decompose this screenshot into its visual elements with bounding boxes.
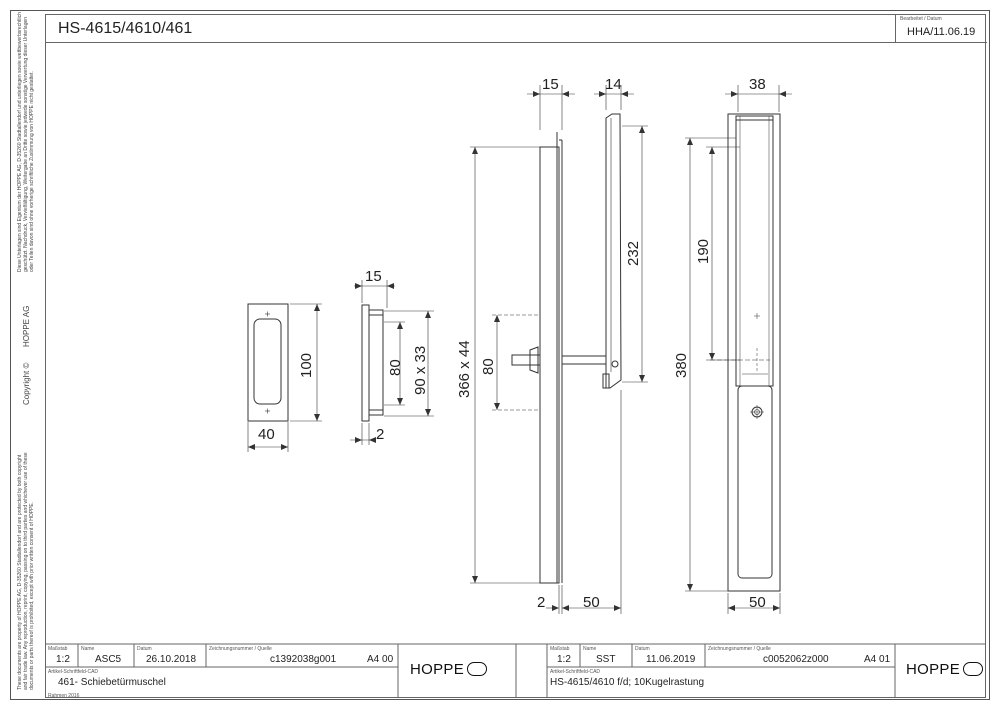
hoppe-emblem-icon <box>467 662 488 676</box>
dim-90x33-pull: 90 x 33 <box>412 345 429 395</box>
spindle <box>511 354 541 366</box>
lever-profile <box>605 113 622 389</box>
tbr-article: HS-4615/4610 f/d; 10Kugelrastung <box>550 677 704 688</box>
pull-front-recess <box>253 318 282 405</box>
dim-15-pull: 15 <box>365 268 382 285</box>
tbl-article: 461- Schiebetürmuschel <box>58 677 166 688</box>
tbl-footer: Rahmen 2016 <box>48 693 80 699</box>
drawing-title: HS-4615/4610/461 <box>58 20 193 37</box>
tbr-name: SST <box>596 654 616 665</box>
dim-232-lever: 232 <box>625 240 642 266</box>
hoppe-logo-right: HOPPE <box>906 661 984 678</box>
tbr-drawing-number: c0052062z000 <box>763 654 829 665</box>
tbr-name-label: Name <box>583 646 597 652</box>
hoppe-emblem-icon <box>963 662 984 676</box>
pull-side-body <box>361 304 370 422</box>
handle-backplate <box>539 146 560 584</box>
tbl-name-label: Name <box>81 646 95 652</box>
tbr-format: A4 01 <box>864 654 891 665</box>
header-divider <box>45 42 986 43</box>
dim-15-handle: 15 <box>542 76 559 93</box>
dim-190-lever: 190 <box>695 238 712 264</box>
header-date-value: HHA/11.06.19 <box>907 26 976 38</box>
tbl-date-label: Datum <box>137 646 152 652</box>
dim-40-width: 40 <box>258 426 275 443</box>
handle-front-plate <box>727 113 781 592</box>
drawing-frame <box>10 10 990 700</box>
tbl-drawing-label: Zeichnungsnummer / Quelle <box>209 646 272 652</box>
dim-50-projection: 50 <box>583 594 600 611</box>
tbr-drawing-label: Zeichnungsnummer / Quelle <box>708 646 771 652</box>
dim-2-pull: 2 <box>376 426 385 443</box>
dim-80-pull: 80 <box>387 359 404 376</box>
tbl-drawing-number: c1392038g001 <box>270 654 337 665</box>
tbl-scale-label: Maßstab <box>48 646 68 652</box>
header-date-label: Bearbeitet / Datum <box>900 16 942 22</box>
tbr-date: 11.06.2019 <box>646 654 696 665</box>
tbr-scale: 1:2 <box>557 654 571 665</box>
pull-front-outline <box>247 303 289 422</box>
dim-2-plate: 2 <box>537 594 546 611</box>
tbl-name: ASC5 <box>95 654 122 665</box>
dim-80-handle: 80 <box>480 358 497 375</box>
tbr-date-label: Datum <box>635 646 650 652</box>
tbl-date: 26.10.2018 <box>146 654 197 665</box>
tbr-scale-label: Maßstab <box>550 646 570 652</box>
handle-front-lever <box>735 115 774 387</box>
hoppe-logo-left: HOPPE <box>410 661 488 678</box>
tbl-scale: 1:2 <box>56 654 70 665</box>
tbl-article-label: Artikel-Schriftfeld-CAD <box>48 669 99 675</box>
tbr-article-label: Artikel-Schriftfeld-CAD <box>550 669 601 675</box>
dim-38-width: 38 <box>749 76 766 93</box>
dim-50-width: 50 <box>749 594 766 611</box>
dim-14-lever: 14 <box>605 76 622 93</box>
dim-366x44-plate: 366 x 44 <box>456 340 473 398</box>
dim-100-height: 100 <box>298 352 315 378</box>
dim-380-plate: 380 <box>673 352 690 378</box>
tbl-format: A4 00 <box>367 654 394 665</box>
